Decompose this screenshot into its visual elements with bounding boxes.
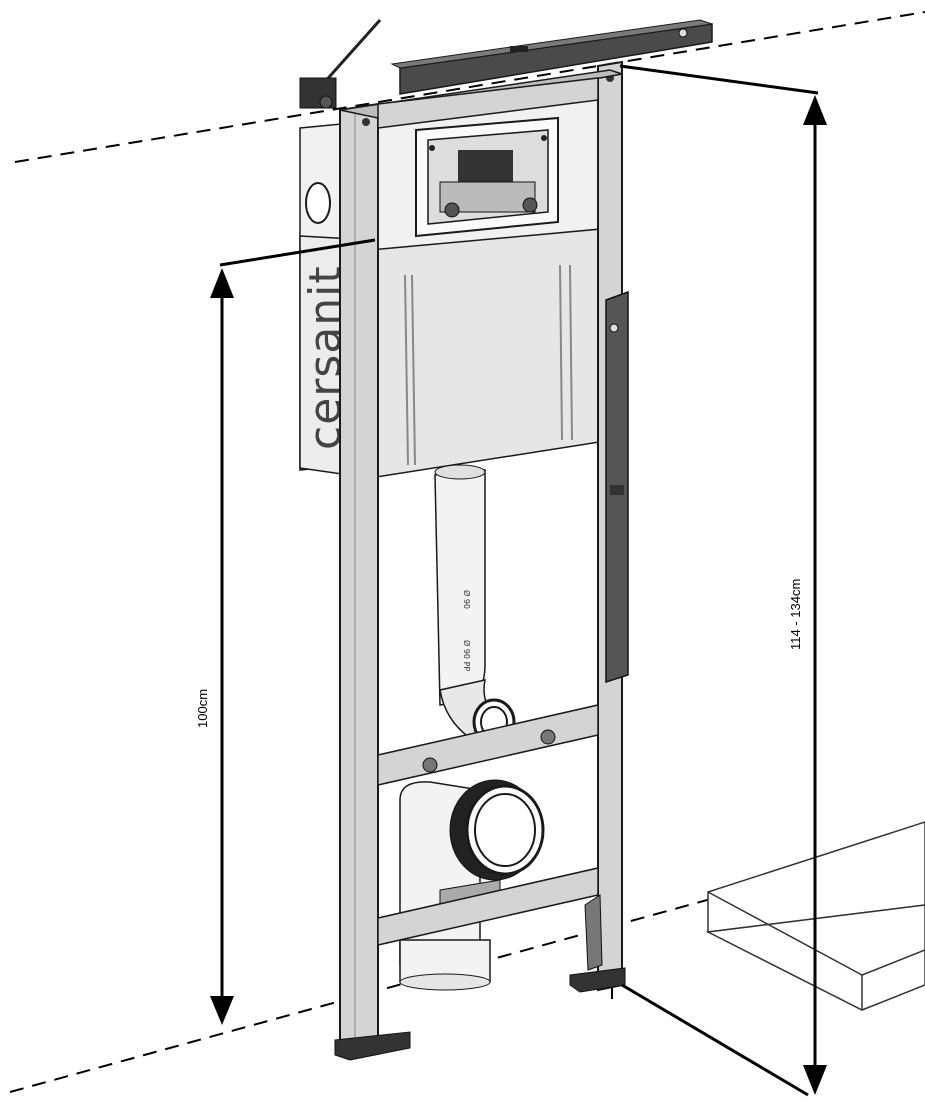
total-height-label: 114 - 134cm [788, 579, 803, 650]
frame-height-label: 100cm [195, 689, 210, 728]
pipe-marking-lower: Ø 90 PP [462, 640, 472, 671]
drain-pipe: Ø 90 Ø 90 PP [434, 464, 516, 746]
top-wall-line [14, 11, 925, 163]
waste-outlet [399, 779, 545, 991]
dimension-frame-height [210, 238, 376, 1025]
pipe-marking-upper: Ø 90 [462, 590, 472, 609]
frame-cross-bars [377, 704, 599, 946]
spirit-level-top [390, 19, 713, 95]
spirit-level-side [605, 290, 629, 684]
frame-top-beam [339, 69, 623, 129]
flush-opening [415, 116, 559, 238]
top-bracket [299, 19, 382, 109]
dimension-total-height [619, 64, 827, 1097]
